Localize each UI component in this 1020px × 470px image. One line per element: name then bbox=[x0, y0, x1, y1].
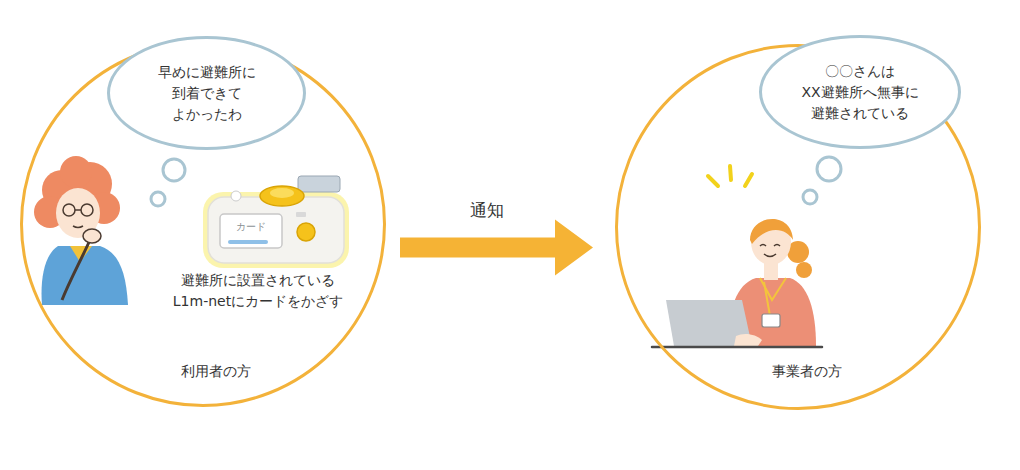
thought-dot bbox=[803, 190, 817, 204]
thought-dot bbox=[817, 157, 841, 181]
thought-dot bbox=[163, 159, 185, 181]
role-circle: 避難所に設置されている L1m-netにカードをかざす利用者の方 早めに避難所に … bbox=[20, 41, 386, 407]
user-woman bbox=[34, 156, 128, 305]
role-circle: 事業者の方 〇〇さんは XX避難所へ無事に 避難されている bbox=[615, 44, 981, 410]
notify-arrow bbox=[400, 220, 593, 276]
role-text: 利用者の方 bbox=[181, 361, 251, 382]
speech-bubble: 〇〇さんは XX避難所へ無事に 避難されている bbox=[759, 35, 961, 149]
thought-text: 早めに避難所に 到着できて よかったわ bbox=[158, 62, 256, 125]
speech-bubble: 早めに避難所に 到着できて よかったわ bbox=[107, 36, 306, 150]
role-text: 事業者の方 bbox=[772, 361, 842, 382]
arrow-label: 通知 bbox=[467, 198, 507, 221]
device-screen-label: カード bbox=[236, 220, 266, 234]
thought-text: 〇〇さんは XX避難所へ無事に 避難されている bbox=[801, 61, 918, 124]
thought-dot bbox=[151, 192, 165, 206]
role-text: 避難所に設置されている L1m-netにカードをかざす bbox=[173, 270, 343, 312]
l1m-net-device bbox=[203, 176, 349, 268]
operator-woman bbox=[652, 166, 822, 347]
